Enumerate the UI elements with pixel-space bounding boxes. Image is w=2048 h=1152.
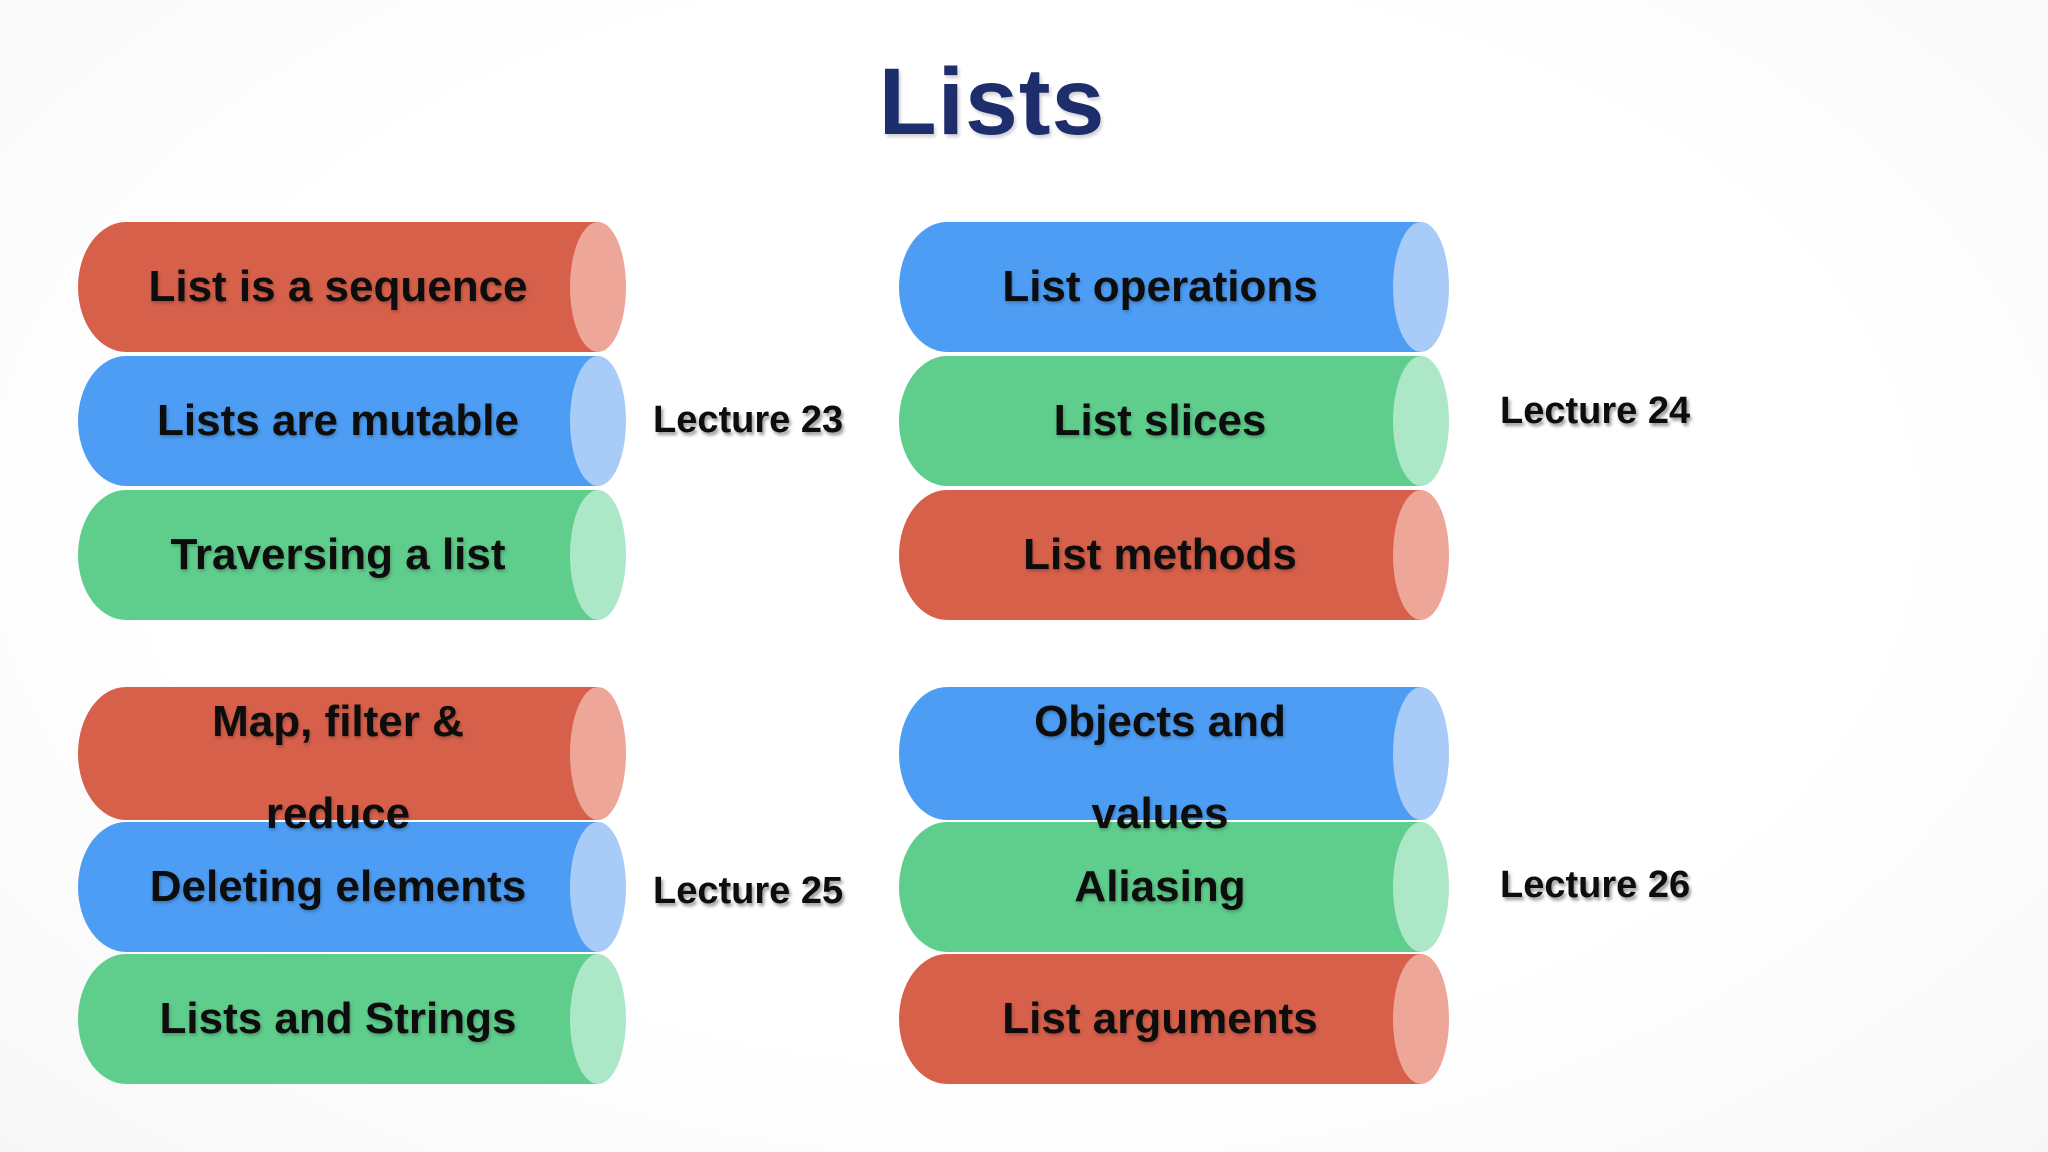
topic-label: Traversing a list [78, 490, 598, 620]
cylinder-cap [570, 490, 626, 620]
topic-text: Lists are mutable [157, 396, 519, 445]
slide-title: Lists [878, 49, 1106, 155]
cylinder-body [899, 822, 1421, 952]
topic-cylinder: List operations [899, 222, 1449, 352]
topic-cylinder: List methods [899, 490, 1449, 620]
topic-label: List is a sequence [78, 222, 598, 352]
topic-cylinder: Aliasing [899, 822, 1449, 952]
topic-label: Lists are mutable [78, 356, 598, 486]
cylinder-body [78, 687, 598, 820]
topic-label: Lists and Strings [78, 954, 598, 1084]
cylinder-body [899, 356, 1421, 486]
topic-label: Map, filter & reduce [78, 687, 598, 838]
cylinder-body [78, 356, 598, 486]
cylinder-cap [570, 687, 626, 820]
cylinder-cap [1393, 356, 1449, 486]
cylinder-cap [570, 222, 626, 352]
topic-cylinder: Deleting elements [78, 822, 626, 952]
topic-cylinder: Traversing a list [78, 490, 626, 620]
lecture-label: Lecture 25 [653, 870, 844, 912]
topic-label: List slices [899, 356, 1421, 486]
cylinder-body [899, 954, 1421, 1084]
cylinder-cap [570, 356, 626, 486]
lecture-label: Lecture 26 [1500, 864, 1691, 906]
lecture-24-group: List operations List slices List methods [899, 222, 1449, 620]
cylinder-cap [570, 954, 626, 1084]
lecture-25-group: Map, filter & reduce Deleting elements L… [78, 687, 626, 1084]
topic-label: List arguments [899, 954, 1421, 1084]
cylinder-cap [1393, 222, 1449, 352]
lecture-26-group: Objects and values Aliasing List argumen… [899, 687, 1449, 1084]
topic-text: Objects and [1034, 697, 1286, 746]
topic-text: Lists and Strings [159, 994, 517, 1043]
cylinder-body [899, 687, 1421, 820]
topic-label: Objects and values [899, 687, 1421, 838]
cylinder-body [899, 490, 1421, 620]
topic-label: List methods [899, 490, 1421, 620]
topic-text: Traversing a list [170, 530, 506, 579]
topic-text: List operations [1002, 262, 1318, 311]
topic-label: Deleting elements [78, 822, 598, 952]
topic-cylinder: Lists are mutable [78, 356, 626, 486]
cylinder-cap [1393, 822, 1449, 952]
cylinder-body [899, 222, 1421, 352]
cylinder-body [78, 490, 598, 620]
topic-cylinder: Lists and Strings [78, 954, 626, 1084]
topic-text: List methods [1023, 530, 1297, 579]
topic-text: List arguments [1002, 994, 1318, 1043]
lecture-label: Lecture 24 [1500, 390, 1691, 432]
cylinder-body [78, 222, 598, 352]
topic-cylinder: Map, filter & reduce [78, 687, 626, 838]
topic-text: Map, filter & [212, 697, 464, 746]
cylinder-cap [1393, 687, 1449, 820]
lecture-label: Lecture 23 [653, 399, 844, 441]
topic-text: List slices [1053, 396, 1267, 445]
cylinder-cap [570, 822, 626, 952]
lecture-23-group: List is a sequence Lists are mutable Tra… [78, 222, 626, 620]
topic-text: values [1091, 789, 1229, 838]
topic-text: Aliasing [1074, 862, 1246, 911]
topic-text: Deleting elements [149, 862, 527, 911]
cylinder-cap [1393, 490, 1449, 620]
topic-text: reduce [265, 789, 411, 838]
cylinder-cap [1393, 954, 1449, 1084]
topic-label: Aliasing [899, 822, 1421, 952]
topic-cylinder: List arguments [899, 954, 1449, 1084]
topic-cylinder: Objects and values [899, 687, 1449, 838]
topic-text: List is a sequence [148, 262, 528, 311]
topic-cylinder: List slices [899, 356, 1449, 486]
cylinder-body [78, 822, 598, 952]
topic-cylinder: List is a sequence [78, 222, 626, 352]
cylinder-body [78, 954, 598, 1084]
topic-label: List operations [899, 222, 1421, 352]
